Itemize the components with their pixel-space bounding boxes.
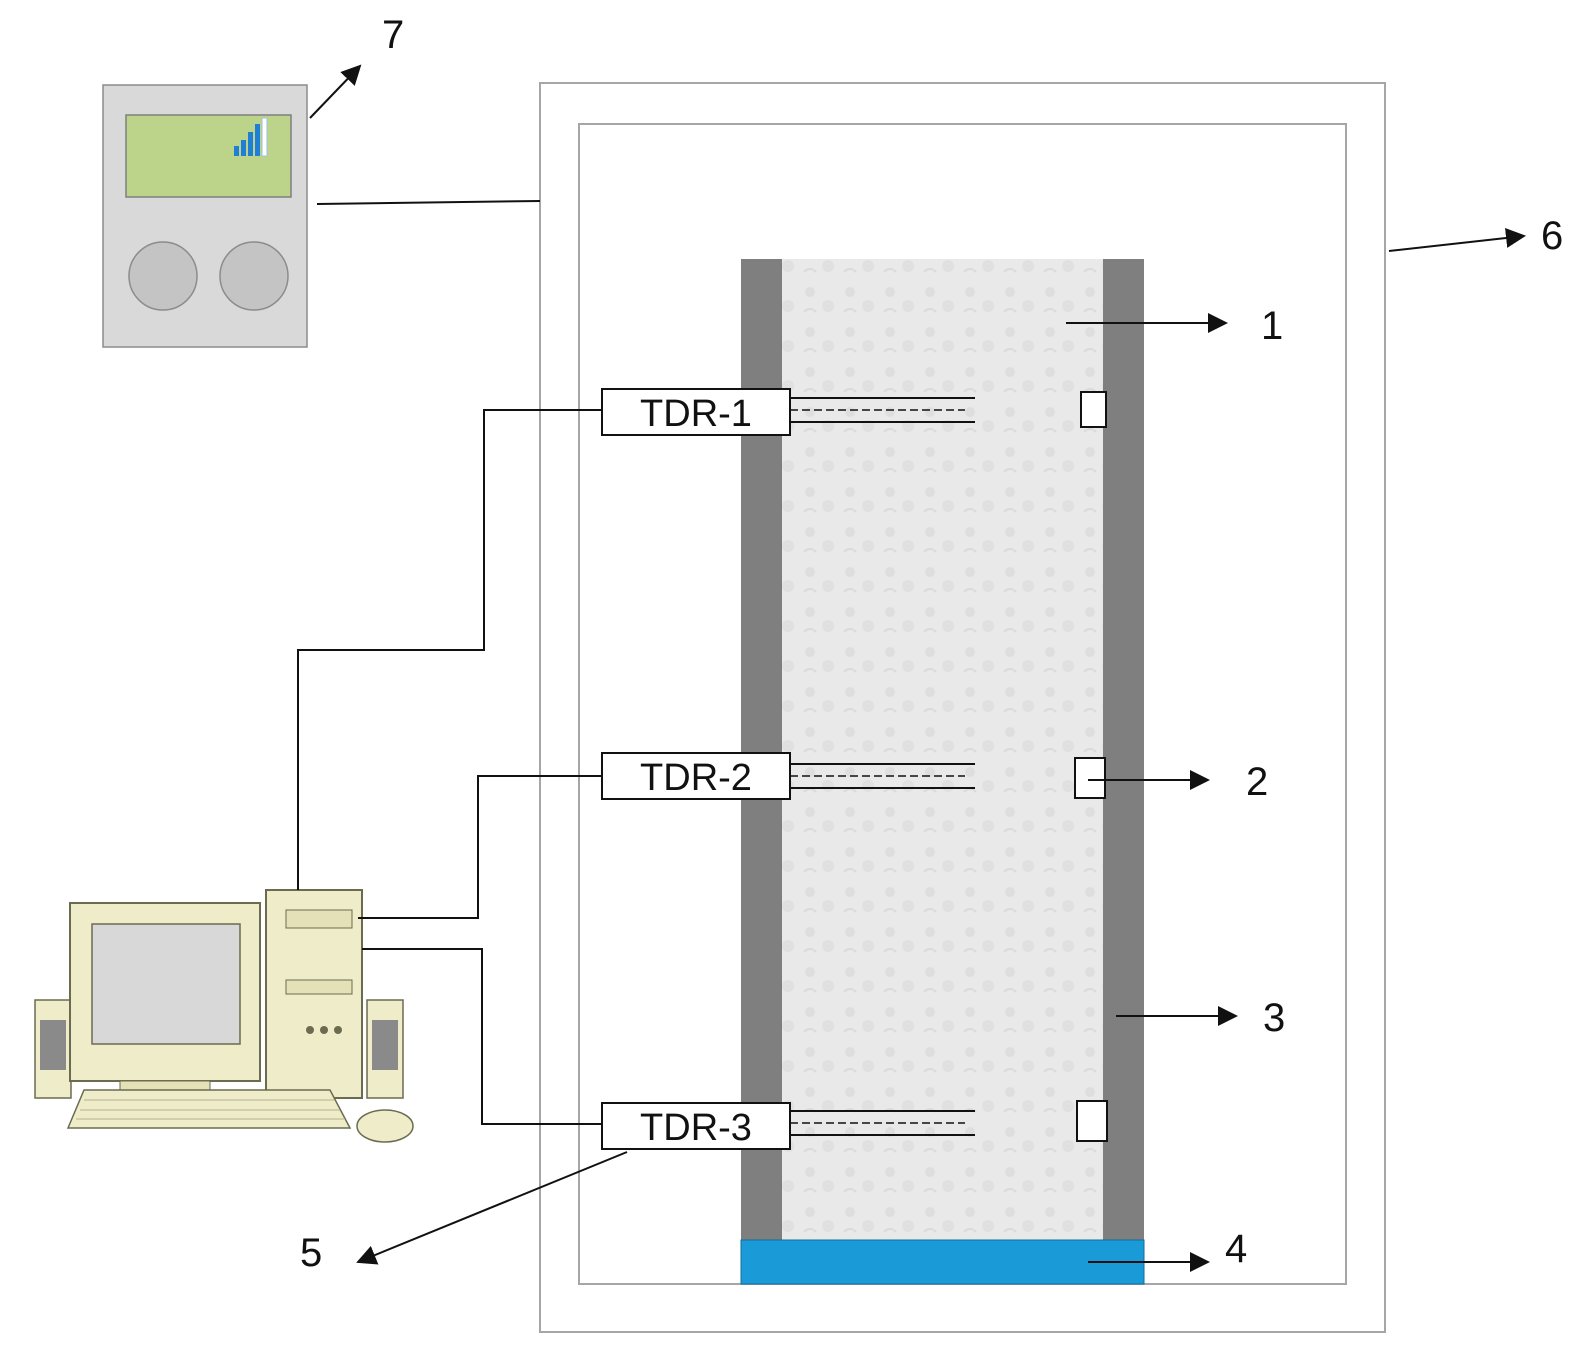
outer-chamber bbox=[539, 82, 1386, 1333]
callout-label-5: 5 bbox=[300, 1231, 322, 1275]
cable-tdr-2 bbox=[358, 775, 602, 919]
desktop-computer-icon bbox=[34, 889, 414, 1143]
callout-arrow-7 bbox=[309, 64, 362, 119]
soil-fill bbox=[782, 259, 1103, 1243]
column-right-wall bbox=[1103, 259, 1144, 1243]
probe-rods-3 bbox=[790, 1110, 975, 1136]
logger-connection-line bbox=[316, 200, 541, 205]
tdr-probe-2: TDR-2 bbox=[601, 752, 791, 800]
side-sensor-1 bbox=[1080, 391, 1107, 428]
callout-label-1: 1 bbox=[1261, 304, 1283, 348]
tdr-probe-2-label: TDR-2 bbox=[640, 757, 752, 799]
callout-arrow-5 bbox=[356, 1151, 628, 1265]
callout-label-3: 3 bbox=[1263, 996, 1285, 1040]
tdr-probe-3-label: TDR-3 bbox=[640, 1107, 752, 1149]
callout-arrow-6 bbox=[1388, 228, 1526, 252]
data-logger-knob-right bbox=[219, 241, 289, 311]
cable-tdr-3 bbox=[362, 948, 602, 1125]
callout-label-7: 7 bbox=[382, 13, 404, 57]
tdr-probe-1: TDR-1 bbox=[601, 388, 791, 436]
side-sensor-2 bbox=[1074, 757, 1106, 799]
probe-rods-1 bbox=[790, 397, 975, 423]
callout-label-2: 2 bbox=[1246, 760, 1268, 804]
data-logger-knob-left bbox=[128, 241, 198, 311]
signal-bars-icon bbox=[234, 117, 268, 157]
cable-tdr-1 bbox=[297, 409, 602, 890]
data-logger-icon bbox=[102, 84, 308, 348]
side-sensor-3 bbox=[1076, 1100, 1108, 1142]
probe-rods-2 bbox=[790, 763, 975, 789]
callout-label-4: 4 bbox=[1225, 1227, 1247, 1271]
water-layer bbox=[740, 1239, 1145, 1285]
tdr-probe-3: TDR-3 bbox=[601, 1102, 791, 1150]
tdr-probe-1-label: TDR-1 bbox=[640, 393, 752, 435]
callout-label-6: 6 bbox=[1541, 214, 1563, 258]
